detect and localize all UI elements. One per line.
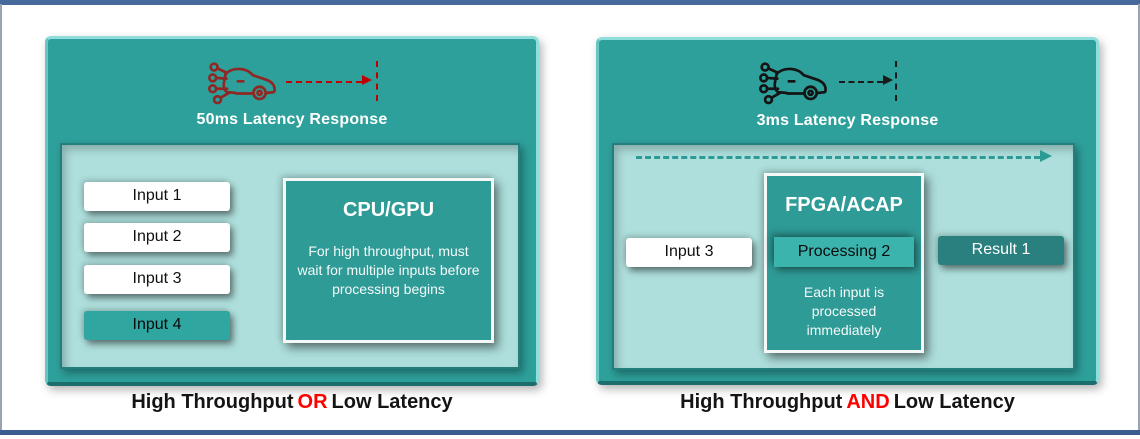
processor-title: CPU/GPU <box>342 199 435 221</box>
input-box: Input 3 <box>626 238 752 267</box>
latency-label: 3ms Latency Response <box>756 112 939 129</box>
frame-right-border <box>1138 4 1140 432</box>
input-box: Input 2 <box>84 223 230 252</box>
input-box-active: Input 4 <box>84 311 230 340</box>
latency-label: 50ms Latency Response <box>196 111 388 128</box>
fpga-acap-box: FPGA/ACAP Processing 2 Each input is pro… <box>764 173 924 353</box>
caption-text: High Throughput <box>131 391 294 413</box>
cpu-gpu-panel: 50ms Latency Response Input 1 Input 2 In… <box>45 36 539 386</box>
frame-bottom-bar <box>0 430 1140 435</box>
connected-car-icon <box>759 59 835 105</box>
processor-description: For high throughput, must wait for multi… <box>297 243 480 297</box>
caption-text: Low Latency <box>331 391 453 413</box>
caption-conjunction: AND <box>846 391 890 413</box>
connected-car-icon <box>208 59 284 105</box>
caption-conjunction: OR <box>297 391 328 413</box>
latency-target-line <box>376 61 378 101</box>
caption-text: Low Latency <box>893 391 1015 413</box>
fpga-inner-panel: Input 3 FPGA/ACAP Processing 2 Each inpu… <box>612 143 1075 370</box>
processor-title: FPGA/ACAP <box>785 194 903 216</box>
frame-left-border <box>0 4 2 432</box>
processing-box: Processing 2 <box>774 237 914 267</box>
cpu-gpu-box: CPU/GPU For high throughput, must wait f… <box>283 178 494 343</box>
input-box: Input 1 <box>84 182 230 211</box>
fpga-acap-panel: 3ms Latency Response Input 3 FPGA/ACAP P… <box>596 37 1099 385</box>
input-box: Input 3 <box>84 265 230 294</box>
frame-top-bar <box>0 0 1140 5</box>
result-box: Result 1 <box>938 236 1064 265</box>
cpu-inner-panel: Input 1 Input 2 Input 3 Input 4 CPU/GPU … <box>60 143 520 369</box>
latency-target-line <box>895 61 897 101</box>
caption-text: High Throughput <box>680 391 843 413</box>
processor-description: Each input is processed immediately <box>803 284 885 338</box>
